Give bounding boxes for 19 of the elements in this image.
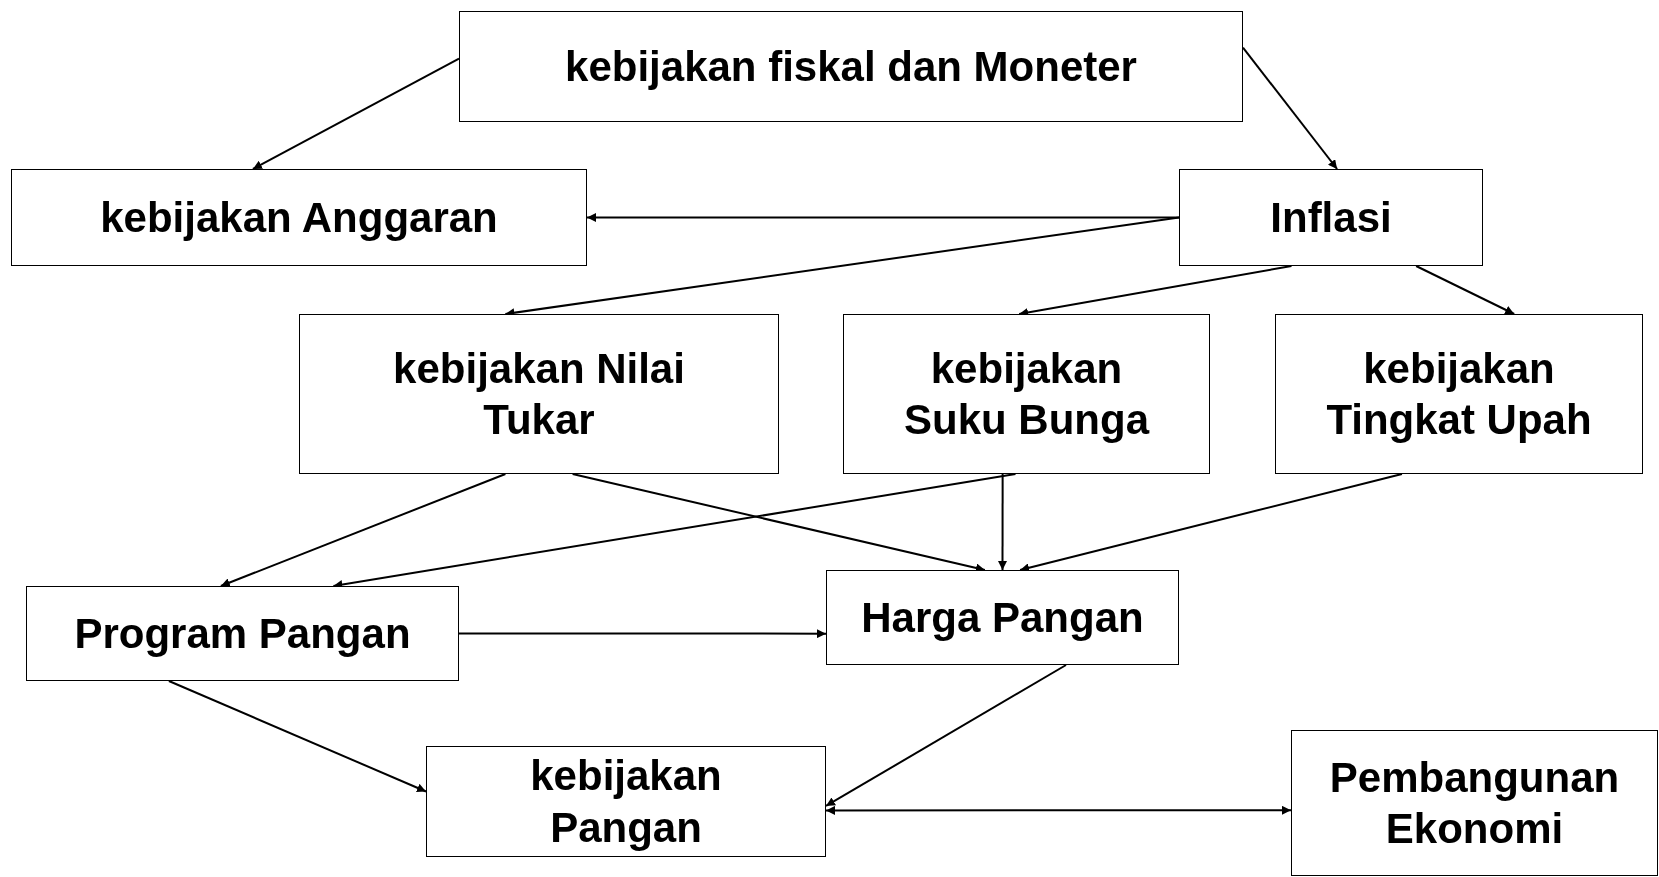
text-box: Inflasi	[1179, 169, 1483, 266]
text-box: kebijakan fiskal dan Moneter	[459, 11, 1243, 122]
arrow	[1415, 265, 1516, 315]
text-box: kebijakan Tingkat Upah	[1275, 314, 1643, 474]
arrow	[998, 473, 1007, 571]
arrow	[1242, 46, 1339, 170]
arrow	[825, 805, 1292, 815]
text-box: Pembangunan Ekonomi	[1291, 730, 1658, 876]
text-box: kebijakan Nilai Tukar	[299, 314, 779, 474]
text-box: Harga Pangan	[826, 570, 1179, 665]
arrow	[167, 680, 427, 793]
text-box: kebijakan Anggaran	[11, 169, 587, 266]
arrow	[251, 57, 460, 170]
arrow	[219, 473, 507, 587]
arrow	[458, 629, 827, 639]
arrow	[825, 664, 1068, 807]
text-box: kebijakan Pangan	[426, 746, 826, 857]
text-box: kebijakan Suku Bunga	[843, 314, 1210, 474]
text-box: Program Pangan	[26, 586, 459, 681]
